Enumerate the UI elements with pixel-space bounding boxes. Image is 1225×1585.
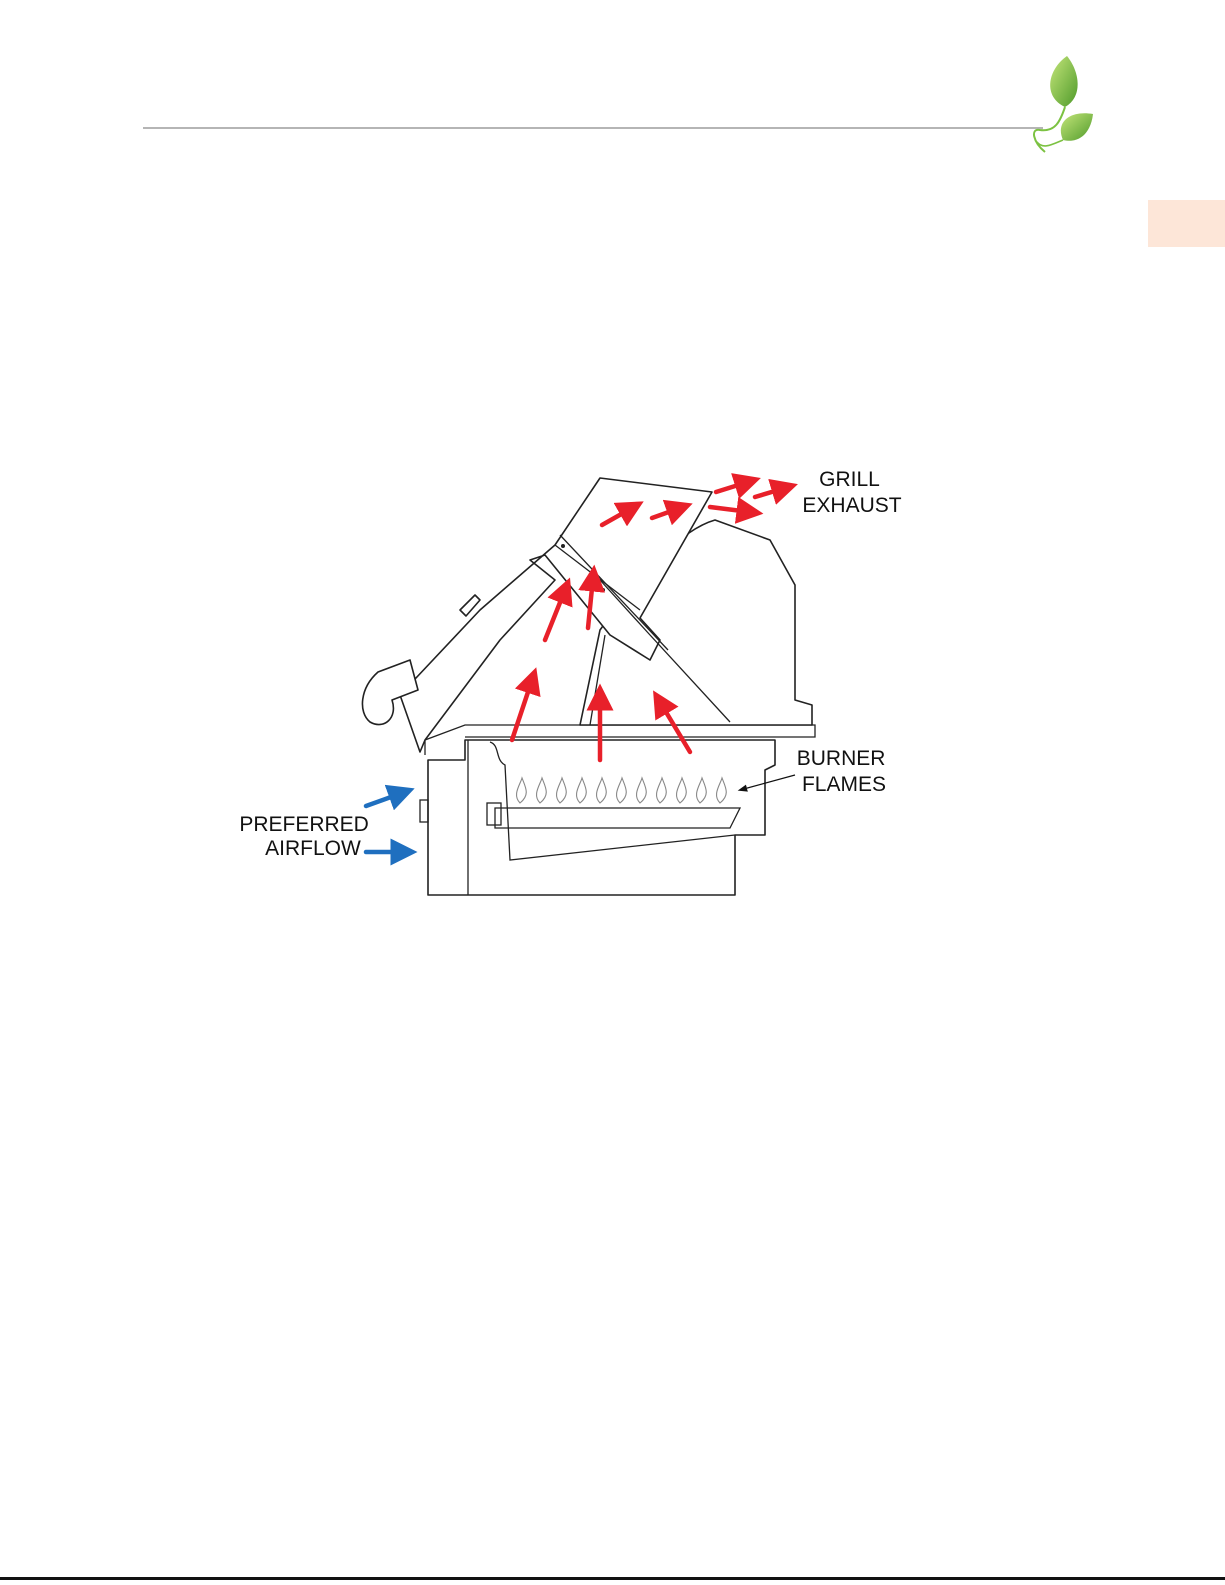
grill-exhaust-label: GRILL EXHAUST [802,468,901,517]
exhaust-arrow [716,482,748,492]
burner-flames-label: BURNER FLAMES [797,747,892,796]
exhaust-arrow [755,488,785,497]
grill-base [420,725,815,895]
exhaust-arrow [710,507,750,512]
exhaust-arrow [512,680,532,740]
airflow-arrow [366,793,402,806]
preferred-airflow-label: PREFERRED AIRFLOW [239,813,374,860]
bottom-rule [0,1577,1225,1580]
exhaust-arrow [545,590,565,640]
